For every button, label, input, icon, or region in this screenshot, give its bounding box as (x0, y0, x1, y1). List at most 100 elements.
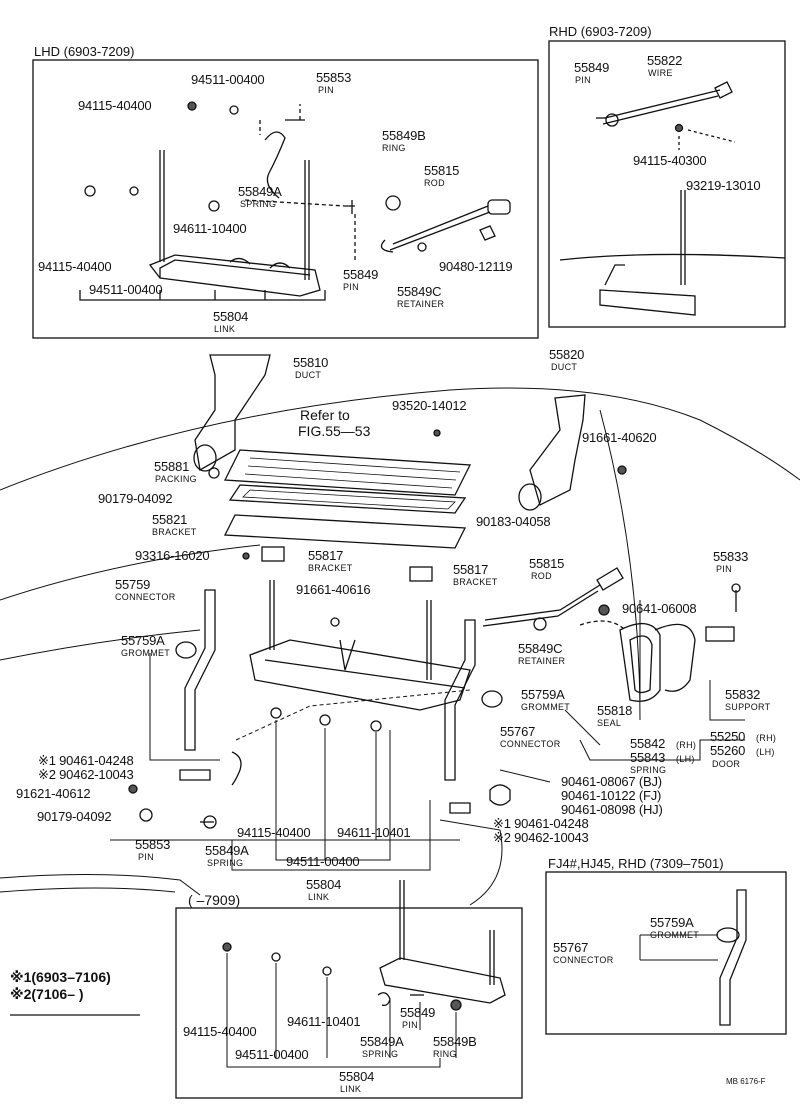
bottom-part-55849-desc: PIN (402, 1020, 418, 1030)
part-55881: 55881 (154, 459, 190, 474)
part-55853: 55853 (135, 837, 171, 852)
rhd-link-assembly (559, 81, 786, 316)
part-91661-a: 91661-40620 (582, 430, 657, 445)
part-55250: 55250 (710, 729, 746, 744)
lhd-part-55849C: 55849C (397, 284, 442, 299)
lhd-part-55849: 55849 (343, 267, 379, 282)
part-55833-desc: PIN (716, 564, 732, 574)
part-55818: 55818 (597, 703, 633, 718)
main-heater-assembly (0, 354, 800, 906)
fj-part-55759A-desc: GROMMET (650, 930, 700, 940)
bottom-part-94611: 94611-10401 (287, 1014, 361, 1029)
part-55810: 55810 (293, 355, 329, 370)
part-55260: 55260 (710, 743, 746, 758)
part-91661-b: 91661-40616 (296, 582, 371, 597)
part-55842: 55842 (630, 736, 666, 751)
part-93316: 93316-16020 (135, 548, 210, 563)
fj-connector-assembly (639, 889, 747, 1026)
rhd-part-55822-desc: WIRE (648, 68, 673, 78)
bottom-part-55849B-desc: RING (433, 1049, 457, 1059)
part-91621: 91621-40612 (16, 786, 91, 801)
part-90183: 90183-04058 (476, 514, 551, 529)
part-55817-a: 55817 (308, 548, 344, 563)
part-55260-desc: DOOR (712, 759, 741, 769)
part-55804-desc: LINK (308, 892, 330, 902)
lhd-part-90480: 90480-12119 (439, 259, 513, 274)
part-94511: 94511-00400 (286, 854, 360, 869)
bottom-part-55849B: 55849B (433, 1034, 477, 1049)
part-55817-a-desc: BRACKET (308, 563, 353, 573)
note-2: ※2(7106– ) (10, 986, 84, 1002)
lhd-part-94511-top: 94511-00400 (191, 72, 265, 87)
lhd-part-55849A-desc: SPRING (240, 199, 277, 209)
lhd-part-55849C-desc: RETAINER (397, 299, 445, 309)
part-55843-desc: SPRING (630, 765, 667, 775)
fj-part-55759A: 55759A (650, 915, 694, 930)
part-55853-desc: PIN (138, 852, 154, 862)
fj-box (545, 871, 787, 1035)
lhd-heading: LHD (6903-7209) (34, 44, 135, 59)
lhd-part-55849B: 55849B (382, 128, 426, 143)
part-55767-desc: CONNECTOR (500, 739, 561, 749)
lhd-part-94115: 94115-40400 (78, 98, 152, 113)
note-part-90462-b: ※2 90462-10043 (493, 830, 589, 845)
lhd-part-94115-b: 94115-40400 (38, 259, 112, 274)
rhd-part-55822: 55822 (647, 53, 683, 68)
part-55817-b: 55817 (453, 562, 489, 577)
rhd-part-55849: 55849 (574, 60, 610, 75)
fig-reference: FIG.55—53 (298, 423, 371, 439)
part-55759: 55759 (115, 577, 151, 592)
part-55818-desc: SEAL (597, 718, 622, 728)
rhd-heading: RHD (6903-7209) (549, 24, 652, 39)
note-1: ※1(6903–7106) (10, 969, 111, 985)
part-90461-hj: 90461-08098 (HJ) (561, 802, 663, 817)
bottom-part-94511: 94511-00400 (235, 1047, 309, 1062)
bottom-part-55849A-desc: SPRING (362, 1049, 399, 1059)
lhd-part-55849B-desc: RING (382, 143, 406, 153)
part-55759A-b-desc: GROMMET (521, 702, 571, 712)
range-7909-label: ( –7909) (188, 892, 241, 908)
lhd-link-assembly (79, 101, 511, 301)
rhd-box (548, 40, 786, 328)
lhd-box (32, 59, 539, 339)
part-55849C: 55849C (518, 641, 563, 656)
part-55815: 55815 (529, 556, 565, 571)
part-55815-desc: ROD (531, 571, 552, 581)
fj-heading: FJ4#,HJ45, RHD (7309–7501) (548, 856, 724, 871)
part-55759A-desc: GROMMET (121, 648, 171, 658)
part-55759A: 55759A (121, 633, 165, 648)
part-55833: 55833 (713, 549, 749, 564)
lhd-part-55849-desc: PIN (343, 282, 359, 292)
bottom-part-55804-desc: LINK (340, 1084, 362, 1094)
part-55759-desc: CONNECTOR (115, 592, 176, 602)
rhd-part-94115: 94115-40300 (633, 153, 707, 168)
bottom-link-assembly (222, 880, 506, 1068)
bottom-box (175, 907, 523, 1099)
bottom-part-55804: 55804 (339, 1069, 375, 1084)
lhd-part-55853-desc: PIN (318, 85, 334, 95)
lhd-part-55815: 55815 (424, 163, 460, 178)
figure-code: MB 6176-F (726, 1077, 766, 1086)
bottom-part-55849A: 55849A (360, 1034, 404, 1049)
part-55849C-desc: RETAINER (518, 656, 566, 666)
part-55810-desc: DUCT (295, 370, 322, 380)
fj-part-55767-desc: CONNECTOR (553, 955, 614, 965)
part-90461-fj: 90461-10122 (FJ) (561, 788, 662, 803)
lhd-part-55849A: 55849A (238, 184, 282, 199)
part-55759A-b: 55759A (521, 687, 565, 702)
refer-to-label: Refer to (300, 407, 350, 423)
note-part-90462-a: ※2 90462-10043 (38, 767, 134, 782)
bottom-part-55849: 55849 (400, 1005, 436, 1020)
part-90179-a: 90179-04092 (98, 491, 173, 506)
part-55804: 55804 (306, 877, 342, 892)
lhd-part-55853: 55853 (316, 70, 352, 85)
part-94115: 94115-40400 (237, 825, 311, 840)
part-55832: 55832 (725, 687, 761, 702)
note-part-90461-b: ※1 90461-04248 (493, 816, 589, 831)
part-90461-bj: 90461-08067 (BJ) (561, 774, 662, 789)
part-55821-desc: BRACKET (152, 527, 197, 537)
bottom-part-94115: 94115-40400 (183, 1024, 257, 1039)
fj-part-55767: 55767 (553, 940, 589, 955)
